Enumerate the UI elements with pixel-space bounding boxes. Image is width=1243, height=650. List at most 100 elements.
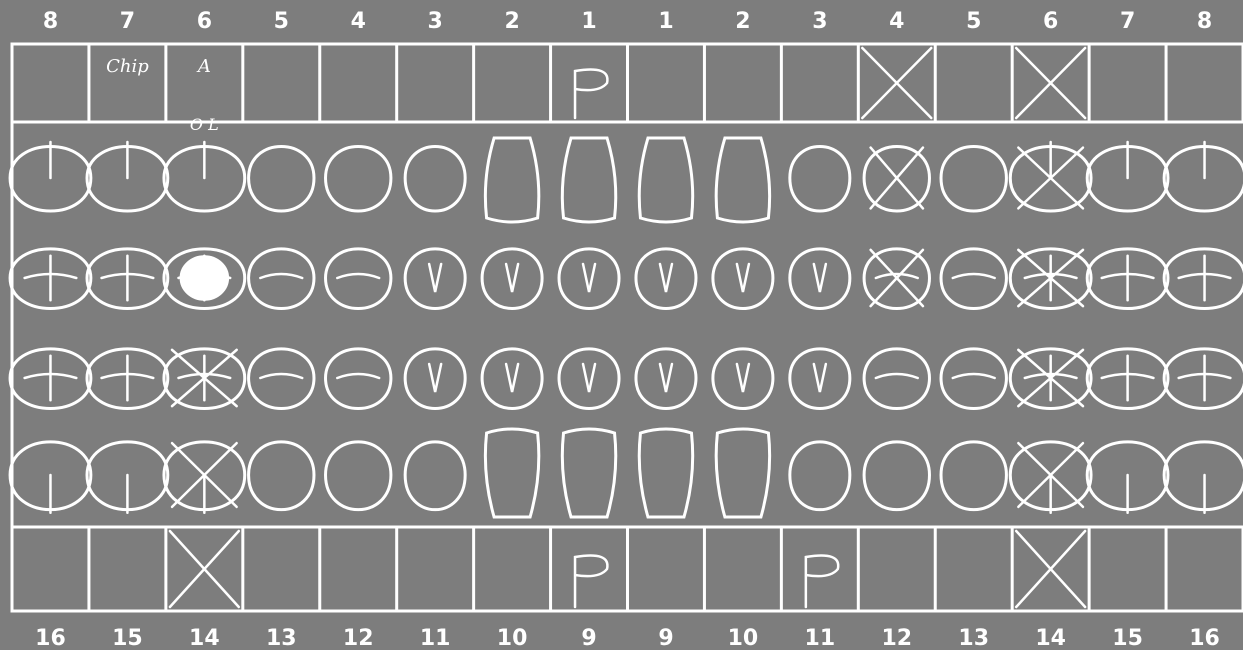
top-number-6: 2 <box>504 9 519 34</box>
upper-buccal-row <box>10 138 1243 222</box>
tooth-groove <box>583 364 595 392</box>
tooth-outline <box>405 349 465 409</box>
top-number-3: 5 <box>274 9 289 34</box>
tooth-groove <box>260 274 302 278</box>
lower-occlusal-tooth-3 <box>249 349 314 409</box>
lower-occlusal-tooth-12 <box>941 349 1006 409</box>
top-number-2: 6 <box>197 9 212 34</box>
tooth-outline <box>405 147 465 212</box>
lower-occlusal-row <box>10 349 1243 409</box>
tooth-outline <box>639 138 692 222</box>
bottom-box-7 <box>575 527 627 611</box>
upper-buccal-tooth-3 <box>249 147 314 212</box>
upper-occlusal-tooth-1 <box>87 249 168 309</box>
top-number-5: 3 <box>428 9 443 34</box>
bottom-number-11: 12 <box>881 626 912 650</box>
tooth-filling <box>180 256 228 300</box>
lower-buccal-tooth-0 <box>10 442 91 513</box>
tooth-groove <box>953 274 995 278</box>
tooth-outline <box>864 349 929 409</box>
tooth-groove <box>583 264 595 292</box>
tooth-groove <box>429 264 441 292</box>
tooth-groove <box>814 264 826 292</box>
bottom-number-12: 13 <box>958 626 989 650</box>
lower-occlusal-tooth-10 <box>790 349 850 409</box>
upper-buccal-tooth-1 <box>87 142 168 211</box>
upper-occlusal-row <box>10 249 1243 309</box>
tooth-outline <box>562 429 615 517</box>
top-box-7 <box>575 44 627 122</box>
tooth-outline <box>326 249 391 309</box>
tooth-groove <box>660 364 672 392</box>
tooth-groove <box>814 364 826 392</box>
lower-buccal-tooth-13 <box>1010 442 1091 513</box>
tooth-groove <box>953 374 995 378</box>
upper-occlusal-tooth-14 <box>1087 249 1168 309</box>
upper-buccal-tooth-9 <box>716 138 769 222</box>
lower-occlusal-tooth-8 <box>636 349 696 409</box>
upper-buccal-tooth-12 <box>941 147 1006 212</box>
tooth-outline <box>485 138 538 222</box>
tooth-outline <box>790 442 850 510</box>
bottom-number-3: 13 <box>266 626 297 650</box>
tooth-groove <box>337 374 379 378</box>
tooth-outline <box>482 249 542 309</box>
tooth-outline <box>713 249 773 309</box>
upper-extra-note: O L <box>190 115 219 134</box>
tooth-outline <box>559 249 619 309</box>
lower-occlusal-tooth-9 <box>713 349 773 409</box>
tooth-outline <box>249 249 314 309</box>
lower-buccal-tooth-4 <box>326 442 391 510</box>
lower-buccal-tooth-15 <box>1164 442 1243 513</box>
tooth-outline <box>326 349 391 409</box>
bottom-box-2 <box>170 527 243 611</box>
bottom-mark-boxes <box>89 527 1243 611</box>
tooth-outline <box>485 429 538 517</box>
top-number-4: 4 <box>351 9 366 34</box>
lower-buccal-tooth-3 <box>249 442 314 510</box>
tooth-outline <box>326 442 391 510</box>
lower-occlusal-tooth-7 <box>559 349 619 409</box>
top-box-note: Chip <box>106 56 149 77</box>
tooth-outline <box>636 249 696 309</box>
top-number-10: 3 <box>812 9 827 34</box>
upper-occlusal-tooth-0 <box>10 249 91 309</box>
lower-buccal-row <box>10 429 1243 517</box>
lower-occlusal-tooth-15 <box>1164 349 1243 409</box>
top-number-7: 1 <box>581 9 596 34</box>
tooth-outline <box>716 138 769 222</box>
upper-occlusal-tooth-8 <box>636 249 696 309</box>
top-box-11 <box>862 44 935 122</box>
bottom-number-15: 16 <box>1189 626 1220 650</box>
top-box-1: Chip <box>106 44 166 122</box>
top-tooth-numbers: 8765432112345678 <box>43 9 1212 34</box>
bottom-number-10: 11 <box>805 626 836 650</box>
upper-occlusal-tooth-12 <box>941 249 1006 309</box>
upper-occlusal-tooth-4 <box>326 249 391 309</box>
tooth-groove <box>260 374 302 378</box>
bottom-number-7: 9 <box>581 626 596 650</box>
upper-occlusal-tooth-3 <box>249 249 314 309</box>
tooth-groove <box>876 374 918 378</box>
upper-occlusal-tooth-6 <box>482 249 542 309</box>
tooth-outline <box>636 349 696 409</box>
tooth-outline <box>790 249 850 309</box>
bottom-number-6: 10 <box>497 626 528 650</box>
top-number-9: 2 <box>735 9 750 34</box>
lower-buccal-tooth-7 <box>562 429 615 517</box>
lower-occlusal-tooth-6 <box>482 349 542 409</box>
bottom-number-8: 9 <box>658 626 673 650</box>
top-number-14: 7 <box>1120 9 1135 34</box>
bottom-box-post-mark <box>575 556 607 608</box>
lower-buccal-tooth-5 <box>405 442 465 510</box>
bottom-number-13: 14 <box>1035 626 1066 650</box>
tooth-outline <box>716 429 769 517</box>
lower-buccal-tooth-1 <box>87 442 168 513</box>
upper-occlusal-tooth-7 <box>559 249 619 309</box>
tooth-outline <box>326 147 391 212</box>
lower-occlusal-tooth-0 <box>10 349 91 409</box>
tooth-groove <box>506 264 518 292</box>
